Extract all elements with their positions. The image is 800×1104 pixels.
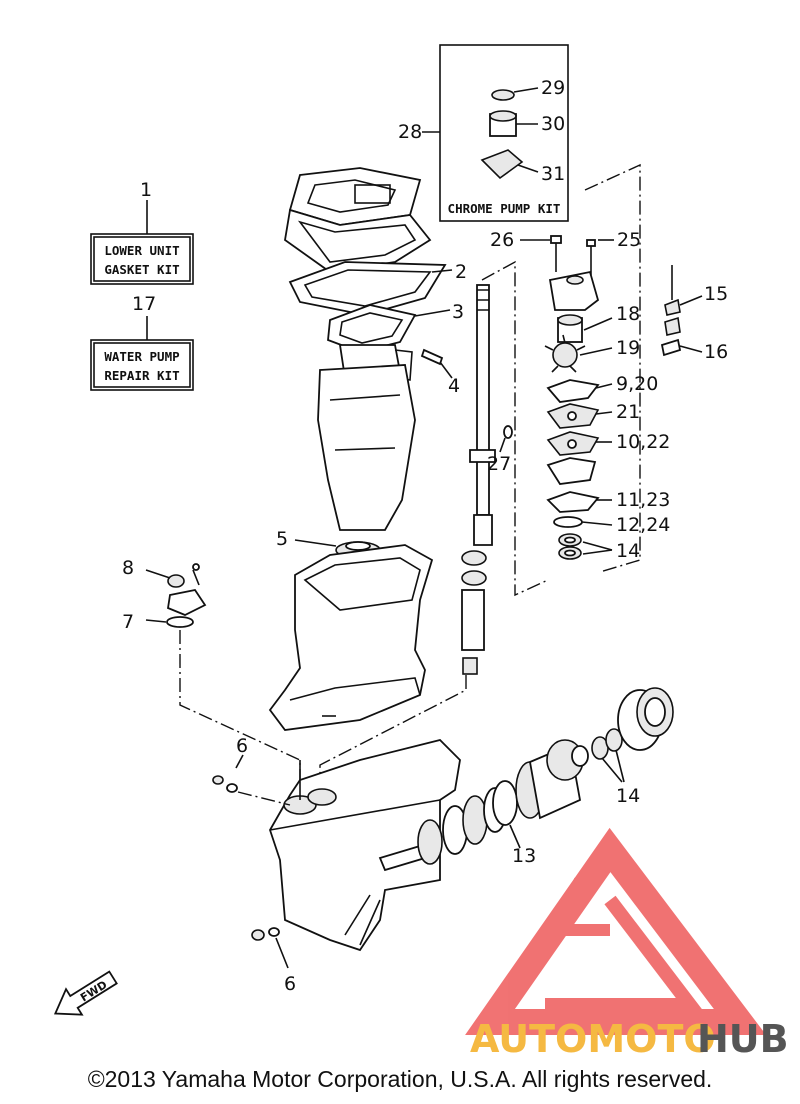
bearing-housing bbox=[515, 739, 589, 820]
kit-box-lower-unit: LOWER UNIT GASKET KIT bbox=[90, 233, 194, 285]
lower-unit-kit-line2: GASKET KIT bbox=[104, 262, 179, 277]
part-15-16-grommet bbox=[660, 265, 682, 357]
callout-14-lower: 14 bbox=[616, 785, 640, 807]
pump-housing bbox=[548, 270, 600, 311]
water-pump-kit-line1: WATER PUMP bbox=[104, 349, 179, 364]
part-21-plate bbox=[546, 403, 600, 429]
part-4-dowel bbox=[420, 348, 444, 366]
callout-10-22: 10,22 bbox=[616, 431, 670, 453]
copyright-notice: ©2013 Yamaha Motor Corporation, U.S.A. A… bbox=[87, 1066, 713, 1092]
watermark-text-part1: AUTOMOTO bbox=[470, 1017, 716, 1061]
callout-25: 25 bbox=[617, 229, 641, 251]
callout-17: 17 bbox=[132, 293, 156, 315]
kit-box-water-pump: WATER PUMP REPAIR KIT bbox=[90, 339, 194, 391]
callout-26: 26 bbox=[490, 229, 514, 251]
exhaust-guide bbox=[317, 344, 416, 531]
callout-6-upper: 6 bbox=[236, 735, 248, 757]
callout-27: 27 bbox=[487, 453, 511, 475]
callout-1: 1 bbox=[140, 179, 152, 201]
chrome-pump-kit-box: CHROME PUMP KIT bbox=[439, 44, 569, 222]
part-9-20-gasket bbox=[546, 379, 600, 403]
callout-13: 13 bbox=[512, 845, 536, 867]
callout-8: 8 bbox=[122, 557, 134, 579]
callout-28: 28 bbox=[398, 121, 422, 143]
part-27-key bbox=[503, 425, 513, 439]
callout-7: 7 bbox=[122, 611, 134, 633]
part-11-23-gasket bbox=[546, 491, 600, 513]
part-13-o-ring bbox=[492, 780, 518, 826]
part-14-seals-lower bbox=[591, 728, 623, 760]
callout-2: 2 bbox=[455, 261, 467, 283]
part-19-impeller bbox=[544, 334, 586, 373]
part-26-bolt bbox=[550, 235, 562, 272]
callout-31: 31 bbox=[541, 163, 565, 185]
drive-shaft bbox=[461, 284, 496, 675]
part-10-22-gasket bbox=[546, 431, 600, 456]
callout-5: 5 bbox=[276, 528, 288, 550]
part-7-o-ring bbox=[166, 616, 194, 628]
part-14-seals-upper bbox=[558, 533, 582, 560]
part-18-insert bbox=[557, 314, 583, 343]
callout-14-upper: 14 bbox=[616, 540, 640, 562]
callout-4: 4 bbox=[448, 375, 460, 397]
callout-21: 21 bbox=[616, 401, 640, 423]
callout-6-lower: 6 bbox=[284, 973, 296, 995]
pump-base bbox=[546, 457, 597, 485]
callout-9-20: 9,20 bbox=[616, 373, 658, 395]
watermark-text-part2: HUB bbox=[697, 1017, 789, 1061]
watermark-logo-icon bbox=[465, 827, 767, 1035]
part-3-gasket bbox=[327, 304, 417, 353]
gear-case bbox=[269, 739, 461, 952]
water-pump-kit-line2: REPAIR KIT bbox=[104, 368, 179, 383]
lower-unit-kit-line1: LOWER UNIT bbox=[104, 243, 179, 258]
part-6-screw-upper bbox=[212, 775, 238, 793]
chrome-pump-kit-label: CHROME PUMP KIT bbox=[448, 201, 561, 216]
callout-18: 18 bbox=[616, 303, 640, 325]
callout-3: 3 bbox=[452, 301, 464, 323]
part-12-24-o-ring bbox=[553, 516, 583, 528]
part-25-bolt bbox=[586, 239, 596, 275]
part-2-gasket bbox=[288, 261, 447, 316]
callout-11-23: 11,23 bbox=[616, 489, 670, 511]
part-29-washer bbox=[491, 89, 515, 101]
upper-casing-assembly bbox=[284, 167, 432, 273]
part-6-screw-lower bbox=[251, 927, 280, 941]
propeller-bushing bbox=[617, 687, 674, 751]
callout-30: 30 bbox=[541, 113, 565, 135]
part-31-plate bbox=[480, 149, 524, 180]
callout-16: 16 bbox=[704, 341, 728, 363]
lower-casing bbox=[268, 544, 434, 731]
fwd-arrow-icon: FWD bbox=[53, 970, 118, 1016]
part-8-anode bbox=[167, 563, 207, 616]
callout-19: 19 bbox=[616, 337, 640, 359]
callout-29: 29 bbox=[541, 77, 565, 99]
callout-12-24: 12,24 bbox=[616, 514, 670, 536]
callout-15: 15 bbox=[704, 283, 728, 305]
